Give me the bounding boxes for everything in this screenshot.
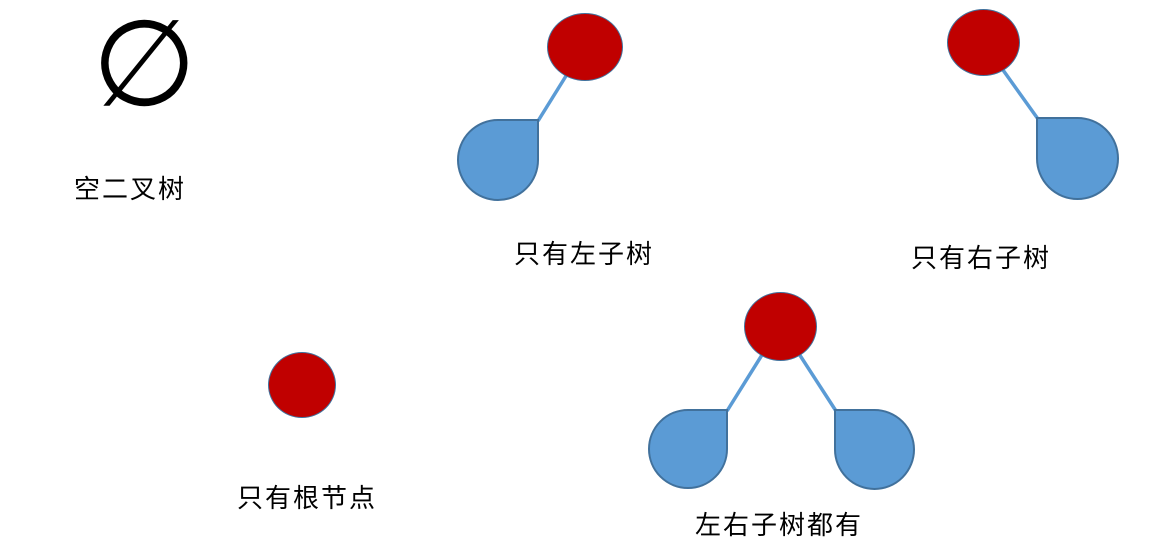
- left-subtree-shape-left-only: [457, 119, 539, 201]
- case-label-both-subtrees: 左右子树都有: [695, 511, 864, 540]
- root-node-right-only: [947, 9, 1020, 76]
- root-node-left-only: [547, 13, 623, 81]
- right-subtree-shape-both: [834, 409, 915, 490]
- left-subtree-shape-both: [648, 409, 728, 489]
- case-label-left-only: 只有左子树: [514, 240, 655, 269]
- case-label-right-only: 只有右子树: [911, 244, 1052, 273]
- right-subtree-shape-right-only: [1036, 117, 1119, 200]
- case-label-root-only: 只有根节点: [237, 484, 378, 513]
- empty-set-symbol: ∅: [92, 0, 197, 134]
- root-node-both-subtrees: [744, 292, 817, 361]
- case-label-empty-tree: 空二叉树: [74, 175, 187, 204]
- root-node-root-only: [268, 352, 336, 418]
